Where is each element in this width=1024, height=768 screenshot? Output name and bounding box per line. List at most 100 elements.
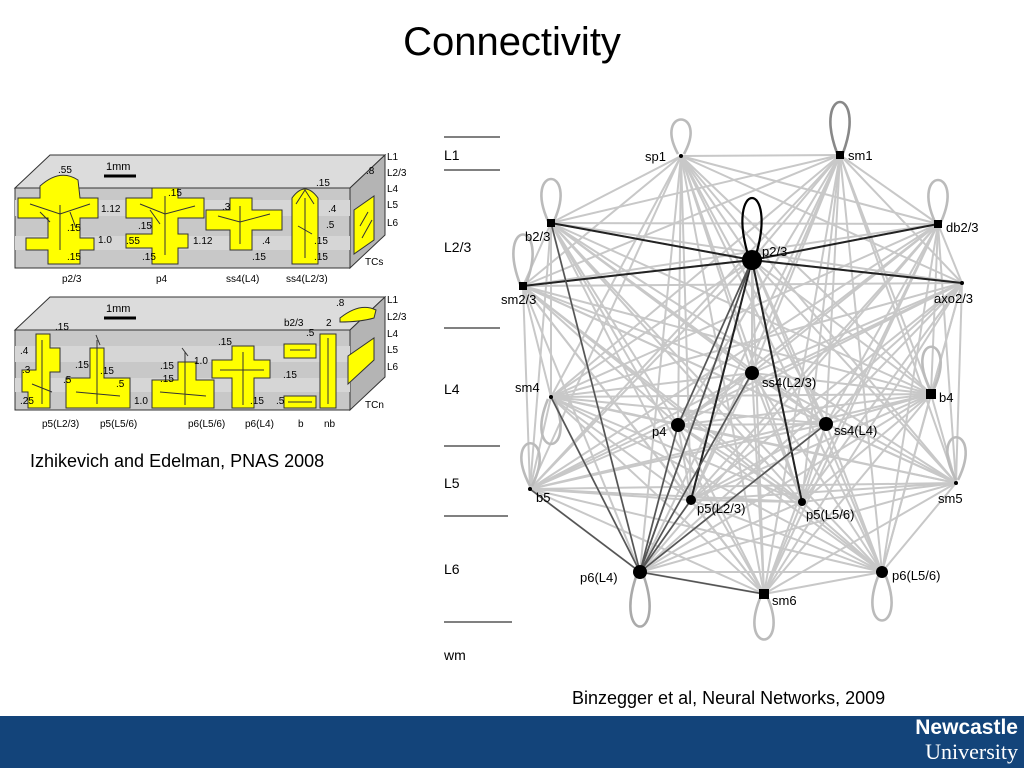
connection-edge bbox=[550, 155, 682, 224]
conn-weight: .5 bbox=[116, 379, 125, 390]
layer-label: L6 bbox=[387, 362, 399, 373]
connection-edge bbox=[839, 154, 939, 225]
conn-weight: .5 bbox=[63, 375, 72, 386]
right-caption: Binzegger et al, Neural Networks, 2009 bbox=[572, 688, 886, 708]
connection-edge bbox=[937, 223, 963, 284]
connection-edge bbox=[522, 259, 753, 287]
self-loop bbox=[753, 595, 775, 641]
connection-edge bbox=[955, 282, 963, 484]
conn-weight: 1.12 bbox=[193, 236, 213, 247]
connection-edge bbox=[801, 154, 841, 503]
connection-edge bbox=[680, 154, 841, 157]
conn-weight: .55 bbox=[58, 165, 72, 176]
connection-edge bbox=[751, 259, 803, 503]
connection-edge bbox=[680, 155, 753, 261]
connection-edge bbox=[550, 396, 641, 573]
connection-edge bbox=[801, 482, 957, 503]
connection-edge bbox=[522, 155, 682, 287]
conn-weight: .3 bbox=[22, 365, 31, 376]
node-marker bbox=[519, 282, 527, 290]
conn-weight: .4 bbox=[328, 204, 337, 215]
node-marker bbox=[686, 495, 696, 505]
connection-edge bbox=[825, 423, 957, 484]
cell-label: p6(L4) bbox=[245, 419, 274, 430]
conn-weight: .15 bbox=[142, 252, 156, 263]
conn-weight: .5 bbox=[306, 328, 315, 339]
logo-line-1: Newcastle bbox=[915, 716, 1018, 739]
connection-edge bbox=[763, 393, 932, 595]
layer-label: L1 bbox=[387, 152, 399, 163]
connection-edge bbox=[529, 488, 641, 573]
connection-edge bbox=[751, 372, 932, 395]
conn-weight: 2 bbox=[326, 318, 332, 329]
connection-edge bbox=[881, 482, 957, 573]
cell-label: p4 bbox=[156, 274, 168, 285]
conn-weight: .15 bbox=[100, 366, 114, 377]
connection-edge bbox=[680, 155, 963, 284]
node-marker bbox=[759, 589, 769, 599]
node-marker bbox=[876, 566, 888, 578]
connection-edge bbox=[529, 372, 753, 490]
self-loop bbox=[629, 573, 651, 628]
connection-edge bbox=[690, 499, 803, 503]
connection-edge bbox=[522, 285, 932, 395]
self-loop bbox=[927, 178, 949, 223]
connection-edge bbox=[751, 259, 932, 395]
connection-edge bbox=[763, 223, 939, 595]
node-label: db2/3 bbox=[946, 220, 979, 235]
conn-weight: .55 bbox=[126, 236, 140, 247]
layer-label: L2/3 bbox=[444, 239, 471, 255]
node-marker bbox=[954, 481, 958, 485]
self-loop bbox=[946, 435, 967, 481]
connection-edge bbox=[529, 423, 827, 490]
node-marker bbox=[934, 220, 942, 228]
conn-weight: .4 bbox=[20, 346, 29, 357]
node-marker bbox=[742, 250, 762, 270]
connection-edge bbox=[677, 372, 753, 426]
connection-edge bbox=[529, 396, 552, 490]
node-marker bbox=[549, 395, 553, 399]
node-marker bbox=[960, 281, 964, 285]
connection-edge bbox=[639, 501, 803, 573]
connection-edge bbox=[529, 424, 679, 490]
connection-edge bbox=[550, 372, 753, 398]
connection-edge bbox=[751, 223, 939, 261]
connection-edge bbox=[550, 222, 957, 484]
logo-line-2: University bbox=[925, 739, 1018, 764]
self-loop bbox=[741, 197, 763, 259]
conn-weight: .15 bbox=[55, 322, 69, 333]
connection-edge bbox=[751, 372, 827, 425]
cortex-slab-bottom: 1mm .15 .4 .3 .5 .25 .15 .15 .5 1.0 .15 … bbox=[13, 295, 407, 430]
node-label: sm4 bbox=[515, 380, 540, 395]
node-marks bbox=[519, 151, 964, 599]
connection-edge bbox=[550, 222, 641, 573]
connection-edge bbox=[763, 423, 827, 595]
node-label: sp1 bbox=[645, 149, 666, 164]
cell-label: nb bbox=[324, 419, 336, 430]
conn-weight: .8 bbox=[336, 298, 345, 309]
layer-label: L2/3 bbox=[387, 168, 407, 179]
connection-edge bbox=[529, 482, 957, 490]
cortex-figure: 1mm .55 .15 .15 1.12 1.0 .15 .15 .55 .15… bbox=[13, 152, 407, 430]
connection-edge bbox=[529, 488, 765, 595]
self-loop bbox=[871, 573, 893, 622]
node-label: p6(L5/6) bbox=[892, 568, 940, 583]
connection-edge bbox=[550, 396, 692, 501]
layer-label: L1 bbox=[387, 295, 399, 306]
university-logo: Newcastle University bbox=[915, 716, 1018, 764]
edges-dark bbox=[522, 222, 963, 595]
connection-edge bbox=[763, 282, 963, 595]
layer-label: L4 bbox=[387, 329, 399, 340]
layer-label: L5 bbox=[387, 200, 399, 211]
node-marker bbox=[547, 219, 555, 227]
connection-edge bbox=[680, 155, 932, 395]
cell-label: p6(L5/6) bbox=[188, 419, 225, 430]
layer-label: L6 bbox=[387, 218, 399, 229]
node-marker bbox=[671, 418, 685, 432]
node-label: p5(L2/3) bbox=[697, 501, 745, 516]
connection-edge bbox=[751, 282, 963, 374]
connection-edge bbox=[550, 155, 682, 398]
conn-weight: .15 bbox=[160, 374, 174, 385]
connection-edge bbox=[801, 501, 883, 573]
conn-weight: .15 bbox=[316, 178, 330, 189]
